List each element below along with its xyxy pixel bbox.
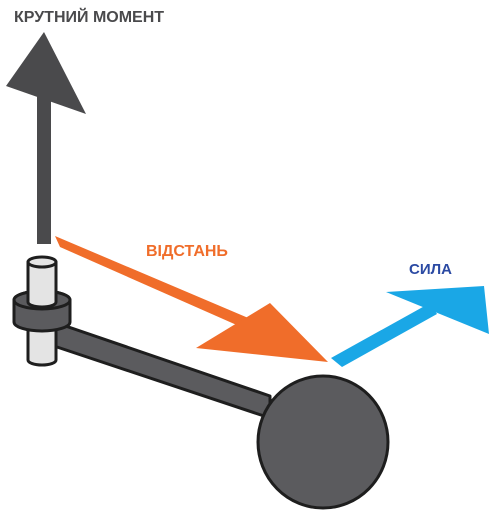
distance-arrow-icon (55, 236, 328, 362)
force-arrow-icon (331, 286, 489, 367)
force-arrow-head (386, 286, 489, 334)
shaft-top (26, 255, 58, 269)
torque-arrow-head (6, 32, 86, 114)
weight-disc (256, 374, 390, 510)
torque-label: КРУТНИЙ МОМЕНТ (14, 9, 165, 26)
torque-arrow-shaft (37, 90, 51, 244)
shaft-upper (26, 260, 58, 309)
distance-arrow-head (196, 303, 328, 362)
torque-arrow-icon (6, 32, 86, 244)
force-label: СИЛА (409, 261, 452, 278)
distance-label: ВІДСТАНЬ (146, 243, 228, 260)
force-arrow-shaft (331, 303, 437, 367)
shaft-assembly (12, 255, 72, 367)
distance-arrow-shaft (55, 236, 253, 330)
